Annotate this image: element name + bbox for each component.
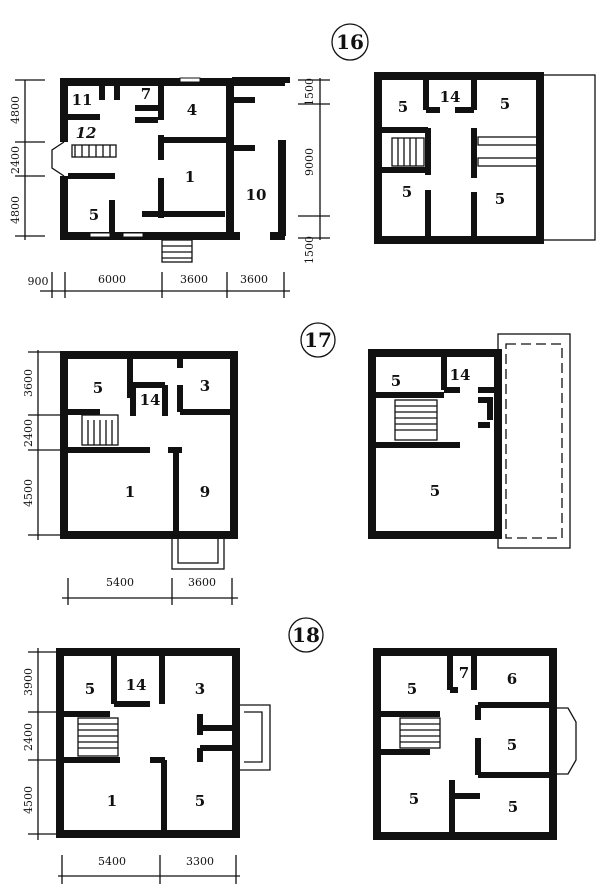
room-label: 12 — [76, 124, 97, 142]
room-label: 11 — [72, 91, 93, 109]
room-label: 14 — [450, 366, 471, 384]
dimension-label: 2400 — [22, 419, 35, 447]
room-label: 5 — [407, 680, 417, 698]
dimension-label: 2400 — [9, 146, 22, 174]
dimension-label: 6000 — [98, 273, 126, 286]
dimension-label: 5400 — [106, 576, 134, 589]
plan-17-ground-floor: 5 14 3 1 9 3600 2400 4500 5400 3600 — [22, 350, 238, 605]
room-label: 1 — [185, 168, 195, 186]
room-label: 3 — [200, 377, 210, 395]
dimension-label: 3600 — [180, 273, 208, 286]
room-label: 5 — [89, 206, 99, 224]
dimension-label: 4800 — [9, 96, 22, 124]
plan-number-circle — [331, 23, 369, 61]
dimension-label: 2400 — [22, 723, 35, 751]
room-label: 7 — [459, 664, 469, 682]
room-label: 5 — [495, 190, 505, 208]
dimension-label: 4500 — [22, 786, 35, 814]
plan-18: 18 5 14 3 1 5 3900 2400 4500 5400 3300 5… — [22, 617, 577, 884]
room-label: 5 — [398, 98, 408, 116]
room-label: 6 — [507, 670, 517, 688]
plan-16-upper-floor: 5 14 5 5 5 — [374, 72, 596, 244]
room-label: 5 — [85, 680, 95, 698]
room-label: 4 — [187, 101, 197, 119]
plan-16: 16 11 7 4 12 1 10 5 4800 2400 4800 1500 … — [9, 23, 596, 298]
room-label: 7 — [141, 85, 151, 103]
plan-number: 18 — [292, 623, 320, 647]
room-label: 5 — [391, 372, 401, 390]
room-label: 5 — [430, 482, 440, 500]
room-label: 5 — [508, 798, 518, 816]
plan-17: 17 5 14 3 1 9 3600 2400 4500 5400 3600 5… — [22, 322, 571, 605]
dimension-label: 9000 — [303, 148, 316, 176]
room-label: 1 — [107, 792, 117, 810]
dimension-label: 1500 — [303, 236, 316, 264]
room-label: 14 — [440, 88, 461, 106]
dimension-label: 900 — [28, 275, 49, 288]
plan-number: 17 — [304, 328, 332, 352]
dimension-label: 3900 — [22, 668, 35, 696]
plan-17-upper-floor: 5 14 5 — [368, 333, 571, 549]
dimension-label: 3300 — [186, 855, 214, 868]
room-label: 3 — [195, 680, 205, 698]
room-label: 14 — [126, 676, 147, 694]
room-label: 14 — [140, 391, 161, 409]
dimension-label: 4800 — [9, 196, 22, 224]
room-label: 1 — [125, 483, 135, 501]
room-label: 5 — [500, 95, 510, 113]
dimension-label: 5400 — [98, 855, 126, 868]
plan-18-upper-floor: 5 7 6 5 5 5 — [373, 648, 577, 840]
dimension-label: 3600 — [22, 369, 35, 397]
dimension-label: 3600 — [240, 273, 268, 286]
plan-18-ground-floor: 5 14 3 1 5 3900 2400 4500 5400 3300 — [22, 648, 271, 884]
room-label: 5 — [195, 792, 205, 810]
plan-16-ground-floor: 11 7 4 12 1 10 5 4800 2400 4800 1500 900… — [9, 77, 330, 298]
plan-number: 16 — [336, 30, 364, 54]
room-label: 5 — [402, 183, 412, 201]
room-label: 9 — [200, 483, 210, 501]
room-label: 5 — [93, 379, 103, 397]
dimension-label: 4500 — [22, 479, 35, 507]
dimension-label: 1500 — [303, 78, 316, 106]
room-label: 10 — [246, 186, 267, 204]
dimension-label: 3600 — [188, 576, 216, 589]
room-label: 5 — [507, 736, 517, 754]
room-label: 5 — [409, 790, 419, 808]
